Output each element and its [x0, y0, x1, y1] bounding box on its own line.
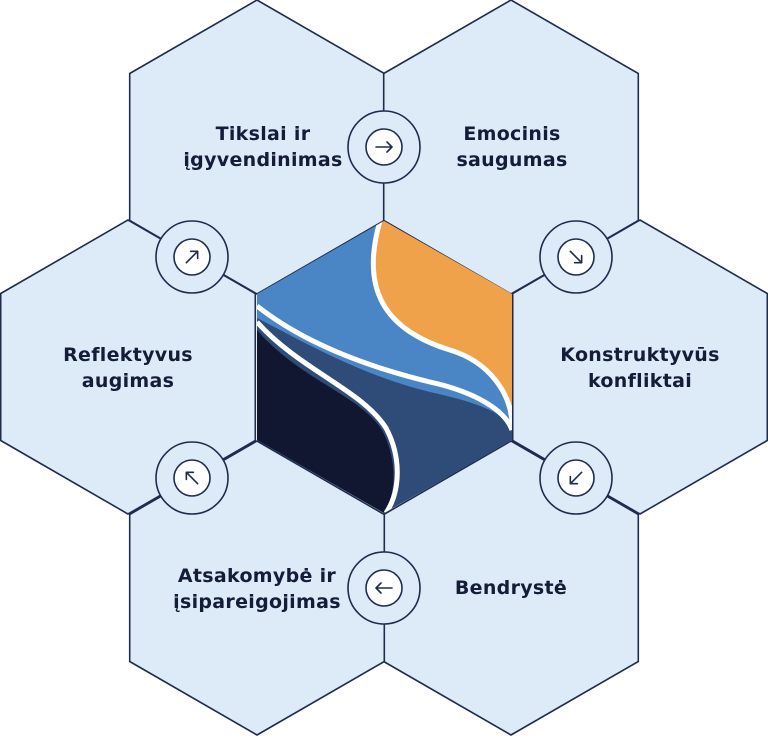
arrow-down-right-icon [569, 250, 583, 264]
connector-knob-outline [155, 441, 229, 515]
arrow-up-left-icon [185, 471, 199, 485]
cell-togetherness-label: Bendrystė [454, 577, 568, 599]
connector-knob-outline [347, 551, 421, 625]
cell-goals-label: Tikslai ir įgyvendinimas [183, 123, 343, 171]
connector-knob-outline [539, 220, 613, 294]
connector-reflection-to-goals [155, 220, 229, 294]
connector-goals-to-safety [347, 110, 421, 184]
connector-accountability-to-reflection [155, 441, 229, 515]
connector-togetherness-to-accountability [347, 551, 421, 625]
connector-knob-outline [347, 110, 421, 184]
connector-layer [155, 110, 613, 625]
connector-knob-outline [155, 220, 229, 294]
arrow-down-left-icon [569, 471, 583, 485]
center-divider-mid [257, 304, 512, 431]
cell-accountability-label: Atsakomybė ir įsipareigojimas [173, 565, 341, 613]
connector-knob-outline [539, 441, 613, 515]
arrow-left-icon [375, 582, 393, 594]
cell-constructive-conflict-label: Konstruktyvūs konfliktai [560, 344, 720, 392]
arrow-up-right-icon [185, 250, 199, 264]
connector-safety-to-conflict [539, 220, 613, 294]
center-divider-orange [370, 221, 512, 426]
connector-conflict-to-togetherness [539, 441, 613, 515]
arrow-right-icon [375, 141, 393, 153]
cell-reflective-growth-label: Reflektyvus augimas [63, 344, 193, 392]
cell-emotional-safety-label: Emocinis saugumas [456, 123, 568, 171]
center-divider-navy [257, 320, 400, 513]
